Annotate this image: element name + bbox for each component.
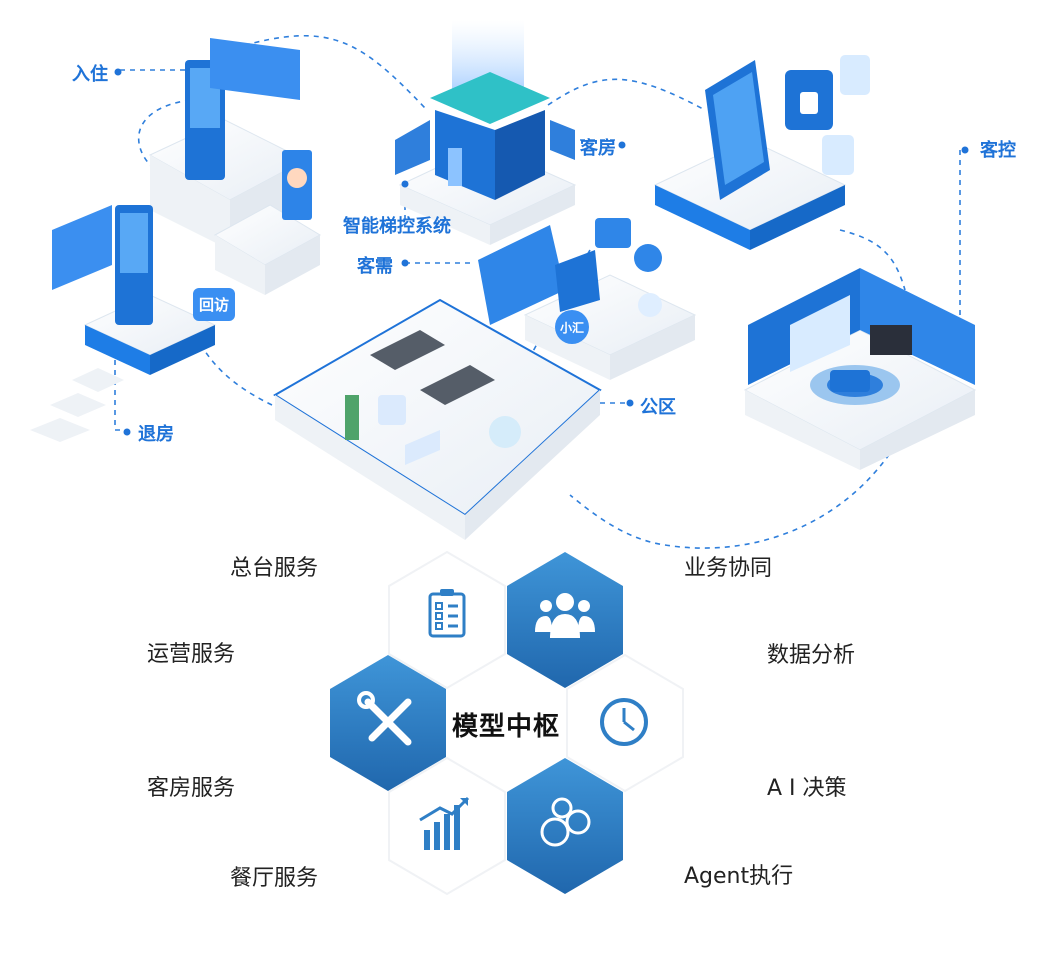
hub-right-item: 数据分析 — [767, 643, 856, 668]
platform-checkout — [30, 205, 217, 442]
platform-room-control — [743, 268, 977, 470]
hub-left-item: 运营服务 — [147, 642, 236, 667]
hub-left-item: 客房服务 — [147, 776, 236, 801]
clock-icon — [600, 698, 648, 746]
platform-elevator — [395, 20, 577, 245]
tools-icon — [357, 691, 412, 746]
hub-right-item: A I 决策 — [767, 776, 847, 801]
label-checkout: 退房 — [138, 424, 174, 445]
hub-right-item: Agent执行 — [684, 864, 794, 889]
hub-left-item: 餐厅服务 — [230, 866, 319, 891]
hub-right-item: 业务协同 — [684, 556, 773, 581]
platform-room — [653, 55, 870, 250]
growth-chart-icon — [419, 796, 470, 850]
platform-checkin — [148, 38, 322, 295]
revisit-badge: 回访 — [193, 288, 236, 321]
xiaohui-badge: 小汇 — [555, 310, 589, 344]
label-guest-needs: 客需 — [357, 256, 393, 277]
platform-public-area — [273, 298, 602, 540]
label-checkin: 入住 — [72, 64, 108, 85]
coins-icon — [540, 797, 591, 847]
label-room-control: 客控 — [980, 140, 1016, 161]
platform-guest-needs — [478, 218, 697, 380]
label-elevator-system: 智能梯控系统 — [343, 216, 451, 237]
hub-left-item: 总台服务 — [230, 556, 319, 581]
checklist-icon — [428, 589, 466, 638]
label-room: 客房 — [580, 138, 616, 159]
label-public-area: 公区 — [640, 397, 676, 418]
hub-title: 模型中枢 — [452, 712, 561, 742]
team-icon — [535, 593, 595, 638]
